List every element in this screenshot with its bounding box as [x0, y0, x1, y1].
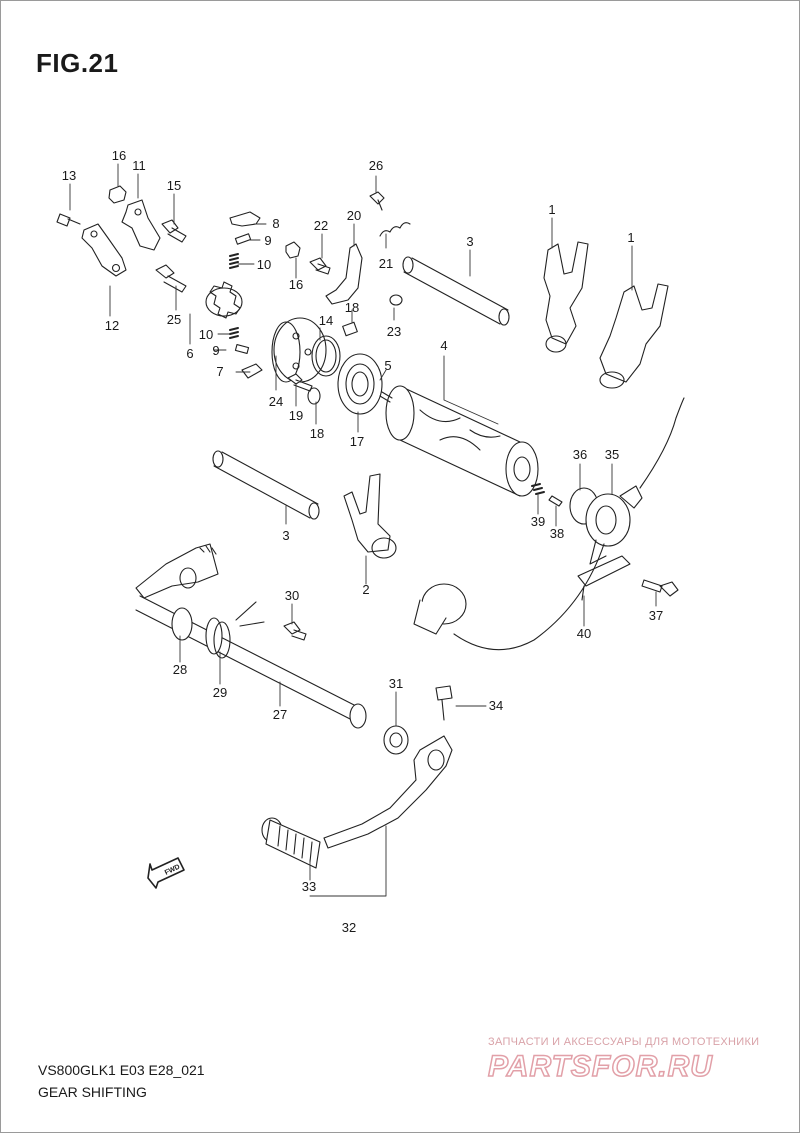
part-4-cam-drum — [379, 385, 539, 497]
part-17-bearing — [337, 353, 383, 415]
callout-40: 40 — [577, 626, 591, 641]
part-39-spring — [531, 483, 545, 495]
callout-9-lower: 9 — [212, 343, 219, 358]
part-40-connector — [413, 583, 467, 635]
callout-27: 27 — [273, 707, 287, 722]
callout-3-lower: 3 — [282, 528, 289, 543]
watermark-logo: PARTSFOR.RU — [487, 1049, 713, 1084]
callout-3-upper: 3 — [466, 234, 473, 249]
callout-30: 30 — [285, 588, 299, 603]
callout-31: 31 — [389, 676, 403, 691]
callout-18-lower: 18 — [310, 426, 324, 441]
callout-36: 36 — [573, 447, 587, 462]
part-16-nut-lower — [285, 241, 301, 259]
callout-21: 21 — [379, 256, 393, 271]
part-10-spring — [229, 253, 239, 269]
callout-28: 28 — [173, 662, 187, 677]
callout-37: 37 — [649, 608, 663, 623]
callout-6: 6 — [186, 346, 193, 361]
callout-38: 38 — [550, 526, 564, 541]
part-34-bolt — [435, 685, 453, 721]
callout-24: 24 — [269, 394, 283, 409]
callout-11: 11 — [132, 158, 146, 173]
callout-29: 29 — [213, 685, 227, 700]
part-2-fork — [343, 473, 397, 559]
callout-1-right: 1 — [627, 230, 634, 245]
part-33-rubber — [261, 817, 321, 869]
callout-22: 22 — [314, 218, 328, 233]
model-code: VS800GLK1 E03 E28_021 — [38, 1062, 205, 1078]
part-40-clamp — [453, 543, 631, 651]
callout-17: 17 — [350, 434, 364, 449]
part-13-bolt — [56, 213, 81, 227]
part-18-washer — [307, 387, 321, 405]
callout-33: 33 — [302, 879, 316, 894]
part-23-washer — [389, 294, 403, 306]
callout-14: 14 — [319, 313, 333, 328]
part-1-fork-b — [599, 283, 669, 389]
callout-10-lower: 10 — [199, 327, 213, 342]
callout-20: 20 — [347, 208, 361, 223]
callout-13: 13 — [62, 168, 76, 183]
part-21-spring — [379, 222, 411, 237]
watermark-tagline: ЗАПЧАСТИ И АКСЕССУАРЫ ДЛЯ МОТОТЕХНИКИ — [488, 1036, 760, 1048]
part-38-pin — [548, 495, 563, 507]
figure-title: FIG.21 — [36, 48, 119, 78]
callout-32: 32 — [342, 920, 356, 935]
callout-26: 26 — [369, 158, 383, 173]
part-35-switch — [585, 397, 685, 565]
part-9-pin — [234, 233, 252, 245]
callout-10-top: 10 — [257, 257, 271, 272]
callout-5: 5 — [384, 358, 391, 373]
callout-8: 8 — [272, 216, 279, 231]
part-14-ring — [311, 335, 341, 377]
callout-16-lower: 16 — [289, 277, 303, 292]
section-name: GEAR SHIFTING — [38, 1084, 147, 1100]
part-32-shift-lever — [323, 735, 453, 849]
callout-7: 7 — [216, 364, 223, 379]
fwd-arrow-icon — [147, 857, 185, 889]
callout-1-left: 1 — [548, 202, 555, 217]
part-27-shift-shaft — [135, 543, 367, 729]
part-1-fork-a — [543, 241, 589, 353]
part-16-nut — [108, 185, 127, 204]
part-37-bolt — [641, 579, 679, 597]
callout-15: 15 — [167, 178, 181, 193]
part-28-washer — [171, 607, 193, 641]
part-20-lever — [325, 243, 363, 305]
callout-16-top: 16 — [112, 148, 126, 163]
part-11-plate — [121, 199, 161, 251]
callout-12: 12 — [105, 318, 119, 333]
part-7-washer — [241, 363, 263, 379]
part-3-shaft-lower — [212, 450, 320, 520]
part-24-cam-plate — [271, 317, 327, 383]
callout-2: 2 — [362, 582, 369, 597]
callout-39: 39 — [531, 514, 545, 529]
part-3-shaft-upper — [402, 256, 510, 326]
part-22-bolt — [309, 257, 331, 275]
callout-35: 35 — [605, 447, 619, 462]
callout-19: 19 — [289, 408, 303, 423]
callout-25: 25 — [167, 312, 181, 327]
callout-34: 34 — [489, 698, 503, 713]
callout-18-top: 18 — [345, 300, 359, 315]
part-31-seal — [383, 725, 409, 755]
part-25-bolt — [155, 264, 187, 293]
part-29-spring — [205, 601, 265, 659]
part-26-bolt — [369, 191, 385, 211]
part-6-cam-gear — [205, 281, 243, 319]
callout-23: 23 — [387, 324, 401, 339]
part-30-bolt — [283, 621, 307, 641]
callout-9-top: 9 — [264, 233, 271, 248]
callout-4: 4 — [440, 338, 447, 353]
